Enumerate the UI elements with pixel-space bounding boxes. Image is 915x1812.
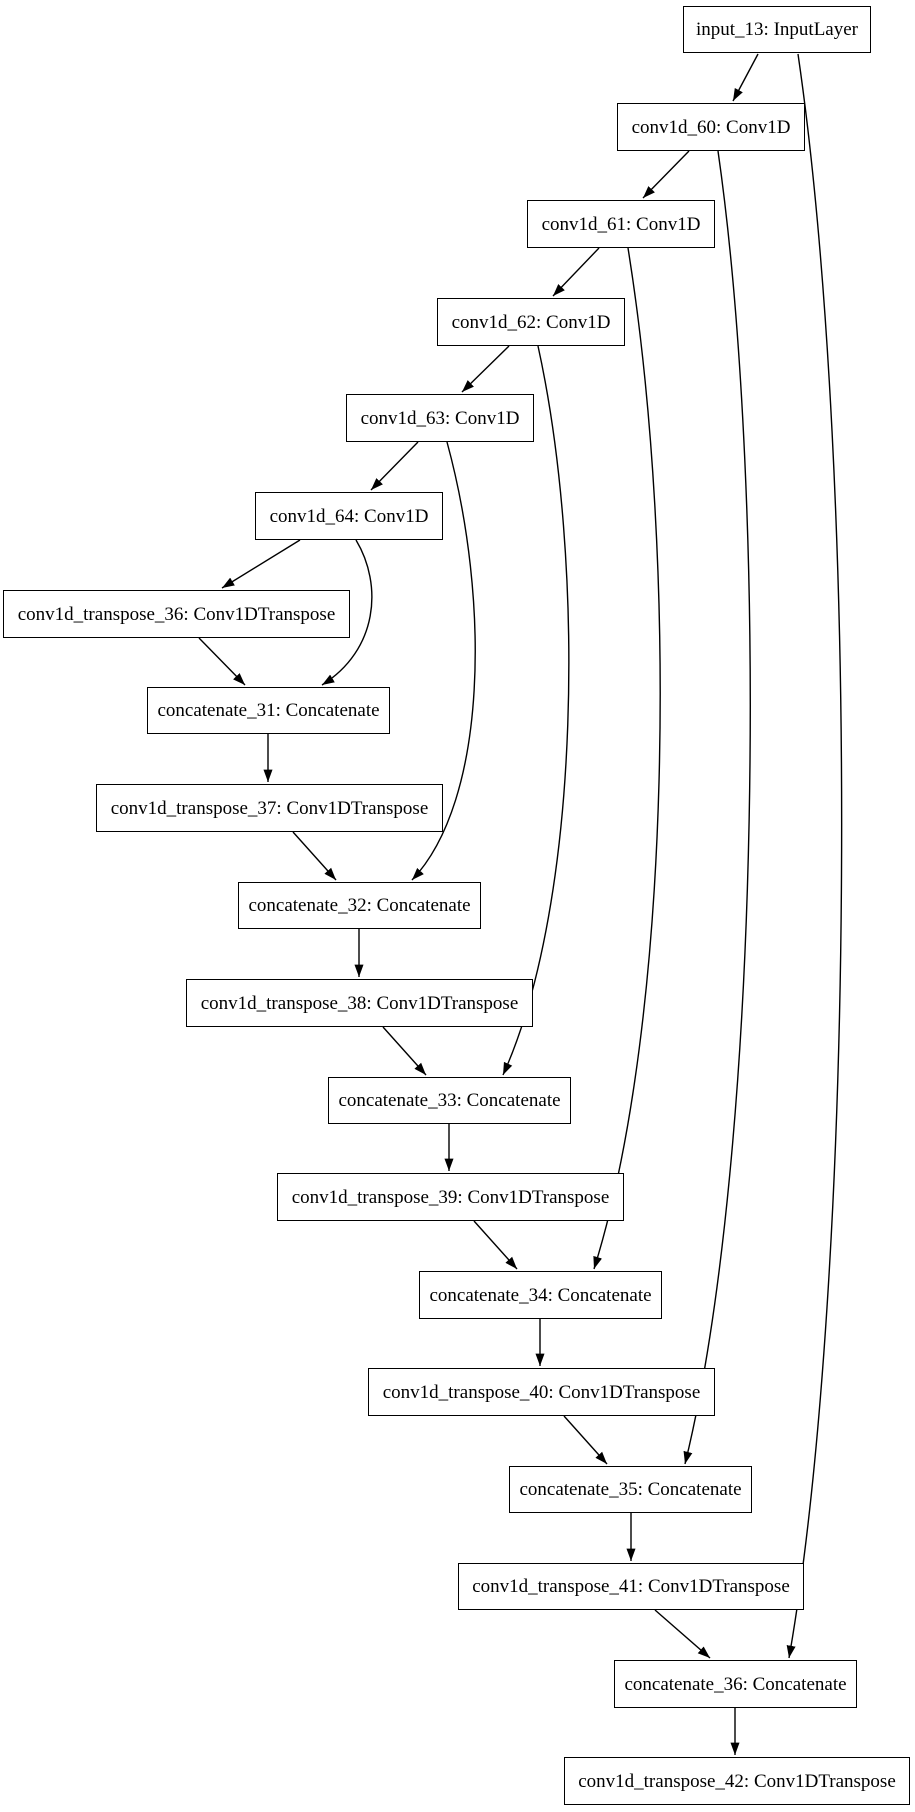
node-concatenate_36: concatenate_36: Concatenate — [614, 1660, 857, 1708]
edge-conv1d_64-to-conv1d_transpose_36 — [221, 539, 301, 589]
edge-conv1d_64-to-concatenate_31 — [321, 539, 373, 686]
node-conv1d_transpose_42: conv1d_transpose_42: Conv1DTranspose — [564, 1757, 910, 1805]
node-conv1d_61: conv1d_61: Conv1D — [527, 200, 715, 248]
node-concatenate_35: concatenate_35: Concatenate — [509, 1466, 752, 1513]
edge-conv1d_62-to-concatenate_33 — [502, 345, 570, 1076]
node-conv1d_transpose_39: conv1d_transpose_39: Conv1DTranspose — [277, 1173, 624, 1221]
node-concatenate_33: concatenate_33: Concatenate — [328, 1077, 571, 1124]
edge-input_13-to-conv1d_60 — [732, 53, 759, 102]
edge-conv1d_transpose_39-to-concatenate_34 — [473, 1220, 518, 1270]
node-conv1d_transpose_41: conv1d_transpose_41: Conv1DTranspose — [458, 1563, 804, 1610]
edge-conv1d_transpose_36-to-concatenate_31 — [198, 637, 246, 686]
edge-input_13-to-concatenate_36 — [786, 53, 843, 1659]
node-input_13: input_13: InputLayer — [683, 6, 871, 53]
edge-conv1d_61-to-concatenate_34 — [593, 247, 661, 1270]
edge-conv1d_transpose_40-to-concatenate_35 — [563, 1415, 608, 1465]
edge-conv1d_61-to-conv1d_62 — [552, 247, 600, 297]
node-conv1d_transpose_36: conv1d_transpose_36: Conv1DTranspose — [3, 590, 350, 638]
edge-conv1d_60-to-concatenate_35 — [683, 150, 751, 1465]
edge-conv1d_transpose_41-to-concatenate_36 — [654, 1609, 711, 1659]
node-conv1d_60: conv1d_60: Conv1D — [617, 103, 805, 151]
edge-conv1d_transpose_37-to-concatenate_32 — [292, 831, 337, 881]
edge-conv1d_63-to-conv1d_64 — [370, 441, 419, 491]
edge-conv1d_63-to-concatenate_32 — [411, 441, 476, 881]
node-concatenate_32: concatenate_32: Concatenate — [238, 882, 481, 929]
node-concatenate_31: concatenate_31: Concatenate — [147, 687, 390, 734]
node-conv1d_transpose_37: conv1d_transpose_37: Conv1DTranspose — [96, 784, 443, 832]
edge-conv1d_60-to-conv1d_61 — [642, 150, 690, 199]
node-concatenate_34: concatenate_34: Concatenate — [419, 1271, 662, 1319]
node-conv1d_62: conv1d_62: Conv1D — [437, 298, 625, 346]
node-conv1d_63: conv1d_63: Conv1D — [346, 394, 534, 442]
node-conv1d_64: conv1d_64: Conv1D — [255, 492, 443, 540]
node-conv1d_transpose_40: conv1d_transpose_40: Conv1DTranspose — [368, 1368, 715, 1416]
edge-conv1d_transpose_38-to-concatenate_33 — [382, 1026, 427, 1076]
edge-conv1d_62-to-conv1d_63 — [461, 345, 510, 393]
node-conv1d_transpose_38: conv1d_transpose_38: Conv1DTranspose — [186, 979, 533, 1027]
